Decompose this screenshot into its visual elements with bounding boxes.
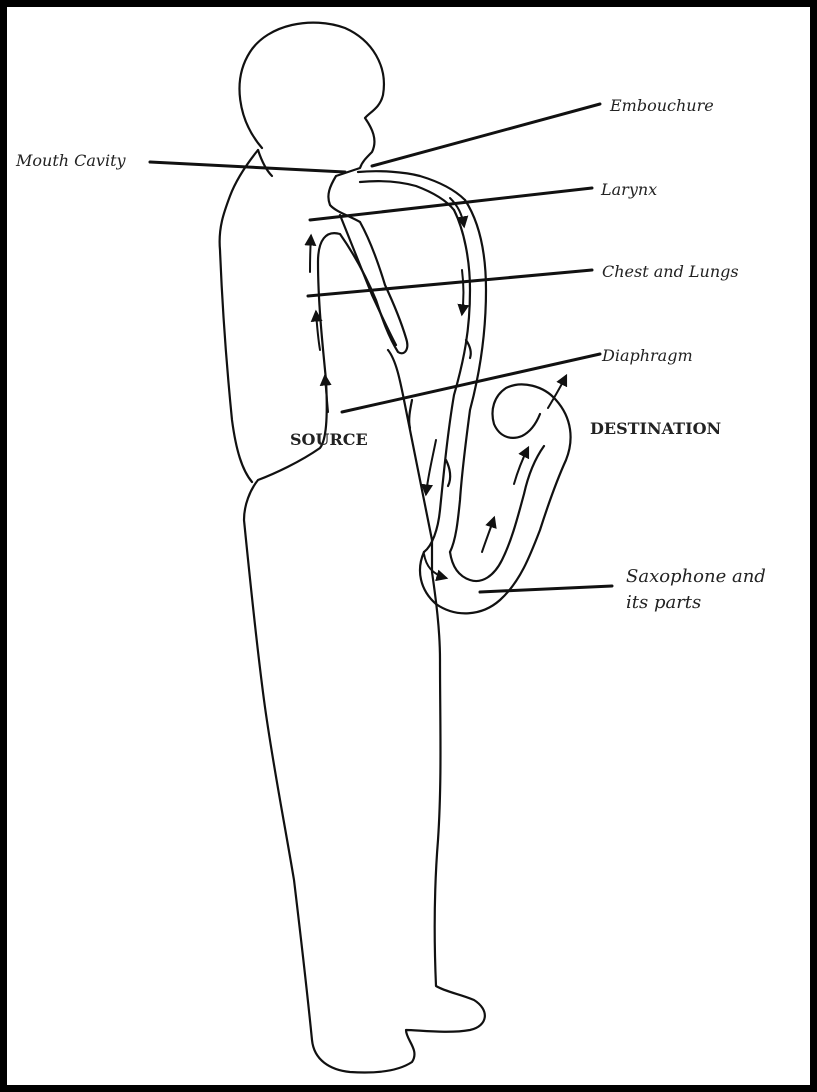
label-larynx: Larynx bbox=[600, 180, 657, 199]
label-chest-and-lungs: Chest and Lungs bbox=[602, 262, 739, 281]
leader-embouchure bbox=[372, 104, 600, 166]
label-saxophone-line2: its parts bbox=[626, 592, 701, 613]
saxophone-icon bbox=[358, 171, 571, 613]
label-embouchure: Embouchure bbox=[609, 96, 714, 115]
leader-saxophone bbox=[480, 586, 612, 592]
label-destination: DESTINATION bbox=[590, 419, 721, 438]
label-diaphragm: Diaphragm bbox=[601, 346, 693, 365]
leader-larynx bbox=[310, 188, 592, 220]
leader-chest-and-lungs bbox=[308, 270, 592, 296]
label-mouth-cavity: Mouth Cavity bbox=[15, 151, 127, 170]
label-source: SOURCE bbox=[290, 430, 368, 449]
label-saxophone-line1: Saxophone and bbox=[626, 566, 766, 587]
saxophonist-silhouette-icon bbox=[220, 23, 485, 1073]
